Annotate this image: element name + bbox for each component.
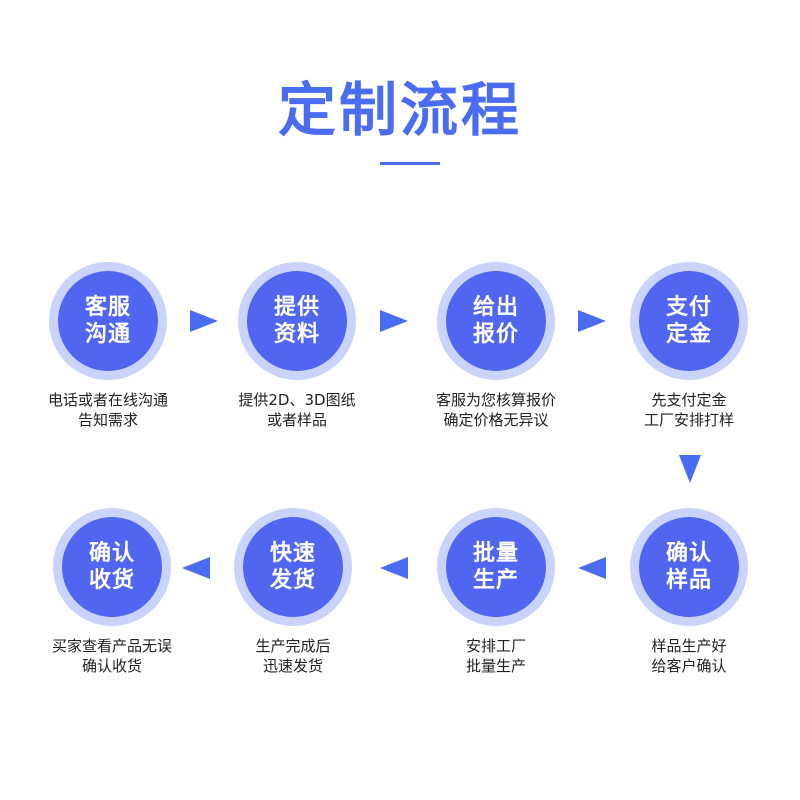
- step-name-line: 生产: [472, 568, 519, 593]
- step-circle: 支付 定金: [630, 262, 748, 380]
- page-title: 定制流程: [277, 76, 522, 144]
- step-name-line: 资料: [273, 322, 320, 347]
- step-name-line: 给出: [472, 295, 519, 320]
- step-circle: 提供 资料: [238, 262, 356, 380]
- title-underline: [380, 162, 440, 165]
- step-name-line: 提供: [273, 295, 320, 320]
- step-circle: 客服 沟通: [49, 262, 167, 380]
- step-circle: 给出 报价: [437, 262, 555, 380]
- step-description: 先支付定金工厂安排打样: [643, 391, 734, 429]
- arrow-right-icon: [578, 310, 606, 332]
- step-name-line: 沟通: [84, 322, 131, 347]
- step-fast-shipping: 快速 发货 生产完成后迅速发货: [203, 508, 383, 708]
- step-description: 样品生产好给客户确认: [651, 637, 727, 675]
- step-name-line: 定金: [665, 322, 712, 347]
- arrow-right-icon: [190, 310, 218, 332]
- arrow-left-icon: [182, 557, 210, 579]
- step-name-line: 客服: [84, 295, 131, 320]
- step-confirm-sample: 确认 样品 样品生产好给客户确认: [599, 508, 779, 708]
- step-circle: 确认 收货: [53, 508, 171, 626]
- step-name-line: 收货: [88, 568, 135, 593]
- step-name-line: 样品: [665, 568, 712, 593]
- step-description: 客服为您核算报价确定价格无异议: [435, 391, 556, 429]
- step-description: 生产完成后迅速发货: [255, 637, 331, 675]
- step-name-line: 确认: [665, 541, 712, 566]
- arrow-right-icon: [380, 310, 408, 332]
- step-circle: 批量 生产: [437, 508, 555, 626]
- step-circle: 快速 发货: [234, 508, 352, 626]
- step-name-line: 确认: [88, 541, 135, 566]
- step-name-line: 支付: [665, 295, 712, 320]
- step-name-line: 快速: [269, 541, 316, 566]
- step-description: 提供2D、3D图纸或者样品: [238, 391, 356, 429]
- arrow-down-icon: [679, 455, 701, 483]
- step-mass-production: 批量 生产 安排工厂批量生产: [406, 508, 586, 708]
- step-circle: 确认 样品: [630, 508, 748, 626]
- arrow-left-icon: [380, 557, 408, 579]
- step-deposit: 支付 定金 先支付定金工厂安排打样: [599, 262, 779, 462]
- step-name-line: 发货: [269, 568, 316, 593]
- step-name-line: 报价: [472, 322, 519, 347]
- step-consult: 客服 沟通 电话或者在线沟通告知需求: [18, 262, 198, 462]
- step-name-line: 批量: [472, 541, 519, 566]
- step-quote: 给出 报价 客服为您核算报价确定价格无异议: [406, 262, 586, 462]
- step-description: 电话或者在线沟通告知需求: [47, 391, 168, 429]
- step-provide-materials: 提供 资料 提供2D、3D图纸或者样品: [207, 262, 387, 462]
- step-description: 买家查看产品无误确认收货: [51, 637, 172, 675]
- step-description: 安排工厂批量生产: [465, 637, 526, 675]
- arrow-left-icon: [578, 557, 606, 579]
- step-confirm-receipt: 确认 收货 买家查看产品无误确认收货: [22, 508, 202, 708]
